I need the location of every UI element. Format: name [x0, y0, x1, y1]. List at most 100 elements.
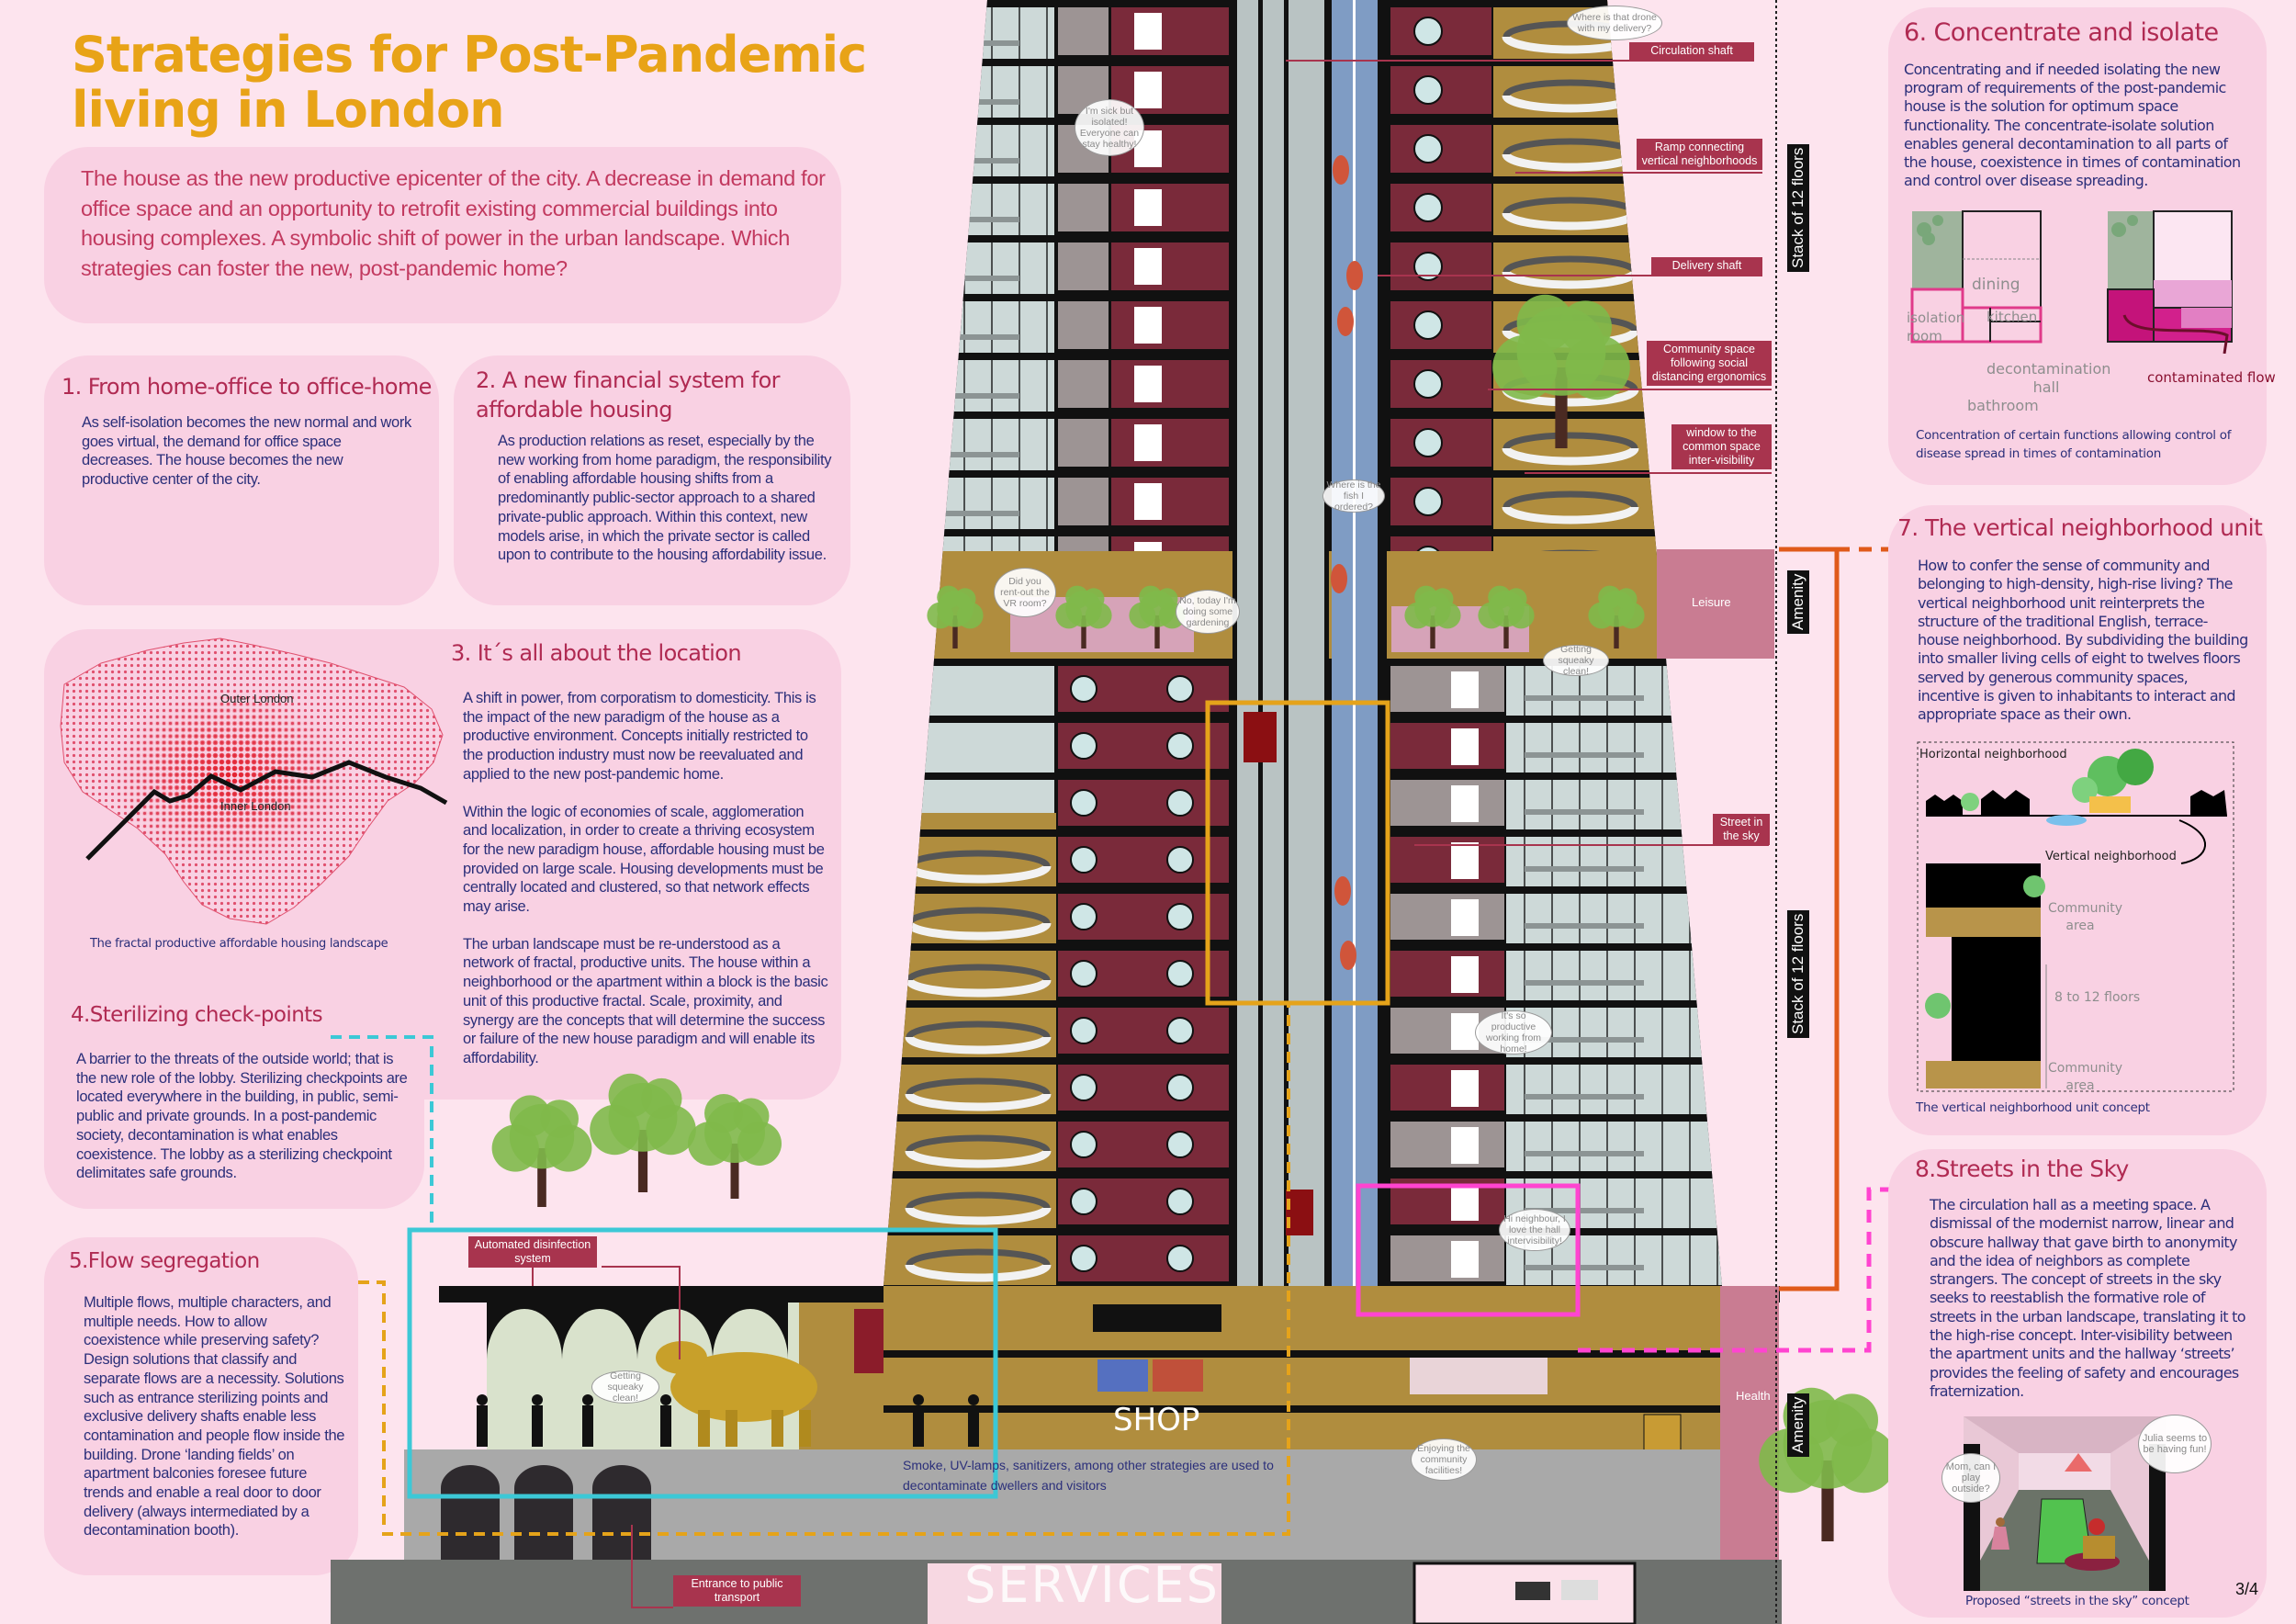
vertical-neighborhood-diagram — [1917, 741, 2234, 1092]
apartment-unit — [1111, 184, 1229, 231]
round-window-icon — [1166, 1188, 1194, 1215]
floor-plan-diagrams — [1910, 210, 2233, 354]
person-silhouette — [477, 1405, 488, 1447]
title-line-2: living in London — [72, 81, 505, 139]
apartment-unit — [1111, 419, 1229, 467]
speech-bubble-neighbour: Hi neighbour, I love the hall intervisib… — [1499, 1209, 1570, 1251]
shop-counter — [1093, 1304, 1221, 1332]
tree-foliage — [1055, 602, 1083, 629]
tree-foliage — [540, 1100, 579, 1138]
window-icon — [1451, 1013, 1479, 1050]
hallway-highlight-box — [1356, 1183, 1581, 1317]
tree-foliage — [1432, 588, 1454, 610]
delivery-package-icon — [1340, 941, 1356, 970]
leisure-label: Leisure — [1692, 595, 1731, 609]
apartment-unit — [1390, 723, 1504, 769]
apartment-unit — [1390, 666, 1504, 712]
round-window-icon — [1166, 846, 1194, 874]
bathroom-unit — [1058, 360, 1109, 408]
round-window-icon — [1413, 428, 1443, 457]
speech-bubble-julia: Julia seems to be having fun! — [2138, 1415, 2212, 1473]
lobby-caption: Smoke, UV-lamps, sanitizers, among other… — [903, 1458, 1274, 1493]
street-in-sky-highlight-box — [1205, 700, 1390, 1006]
tree-foliage — [927, 602, 954, 629]
person-silhouette — [968, 1405, 979, 1447]
section-6-caption: Concentration of certain functions allow… — [1916, 428, 2232, 461]
round-window-icon — [1070, 1074, 1097, 1101]
balcony-ledge — [918, 452, 1019, 457]
tree-foliage — [688, 1122, 732, 1166]
ramp-segment — [906, 907, 1051, 924]
ramp-segment — [1502, 446, 1639, 466]
section-2-body: As production relations as reset, especi… — [498, 433, 832, 564]
street-tree — [688, 1094, 782, 1199]
balcony-ledge — [918, 99, 1019, 105]
ramp-segment — [906, 1134, 1051, 1152]
tree-foliage — [491, 1124, 539, 1172]
person-silhouette — [660, 1405, 671, 1447]
tree-foliage — [937, 585, 961, 609]
apartment-unit — [1390, 1122, 1504, 1167]
balcony-ledge — [1525, 752, 1644, 758]
window-icon — [1451, 1070, 1479, 1107]
hippo-head — [656, 1341, 707, 1374]
atrium-tree — [1492, 294, 1630, 448]
section-1-heading: 1. From home-office to office-home — [62, 374, 432, 400]
round-window-icon — [1166, 789, 1194, 817]
balcony-ledge — [918, 40, 1019, 46]
tree-foliage — [1414, 585, 1438, 609]
tree-foliage — [1588, 602, 1615, 629]
apartment-unit — [1111, 7, 1229, 55]
person-silhouette — [968, 1394, 979, 1405]
bathroom-unit — [1058, 242, 1109, 290]
vertical-neighborhood-stack — [1925, 863, 2047, 1088]
leisure-tree — [1588, 585, 1645, 648]
car-icon — [1515, 1582, 1550, 1600]
section-5-body: Multiple flows, multiple characters, and… — [84, 1294, 345, 1539]
tree-foliage — [590, 1104, 640, 1156]
round-window-icon — [1166, 675, 1194, 703]
ramp-segment — [906, 1077, 1051, 1095]
section-8-heading: 8.Streets in the Sky — [1915, 1156, 2129, 1182]
window-icon — [1451, 956, 1479, 993]
section-5-heading: 5.Flow segregation — [69, 1249, 260, 1273]
shaft-wall — [1324, 0, 1329, 1286]
tree-foliage — [1825, 1393, 1878, 1447]
balcony-ledge — [918, 158, 1019, 164]
arrow-icon — [2178, 819, 2207, 864]
gym-room — [1410, 1358, 1548, 1394]
round-window-icon — [1166, 732, 1194, 760]
tree-foliage — [1478, 602, 1505, 629]
apartment-unit — [1390, 1235, 1504, 1281]
ramp-segment — [905, 1035, 1052, 1054]
speech-bubble-facilities: Enjoying the community facilities! — [1411, 1438, 1477, 1481]
label-vertical-neighborhood: Vertical neighborhood — [2045, 850, 2177, 863]
ramp-segment — [905, 978, 1052, 998]
window-icon — [1451, 1127, 1479, 1164]
label-community-area-top: Community area — [2048, 901, 2123, 933]
tree-trunk — [537, 1148, 546, 1207]
round-window-icon — [1413, 369, 1443, 399]
speech-bubble-mom: Mom, can I play outside? — [1941, 1453, 2000, 1503]
hippo-leg — [698, 1410, 710, 1447]
round-window-icon — [1166, 1017, 1194, 1044]
transport-tunnel-arch — [441, 1465, 500, 1560]
balcony-ledge — [918, 334, 1019, 340]
label-window-common-space: window to the common space inter-visibil… — [1671, 424, 1772, 469]
floor-plan-contaminated — [2107, 210, 2233, 354]
transport-tunnel-arch — [592, 1465, 651, 1560]
circulation-shaft — [1232, 0, 1324, 1286]
round-window-icon — [1166, 903, 1194, 930]
window-icon — [1134, 248, 1162, 285]
hippo-leg — [799, 1410, 811, 1447]
section-1-card — [44, 355, 439, 605]
ramp-segment — [906, 1191, 1051, 1209]
round-window-icon — [1070, 732, 1097, 760]
label-community-area-bottom: Community area — [2048, 1061, 2123, 1093]
section-3-heading: 3. It´s all about the location — [451, 640, 742, 666]
section-8-body: The circulation hall as a meeting space.… — [1930, 1196, 2246, 1400]
window-icon — [1451, 785, 1479, 822]
plan-label-dining: dining — [1972, 276, 2020, 294]
shaft-wall — [1378, 0, 1387, 1286]
